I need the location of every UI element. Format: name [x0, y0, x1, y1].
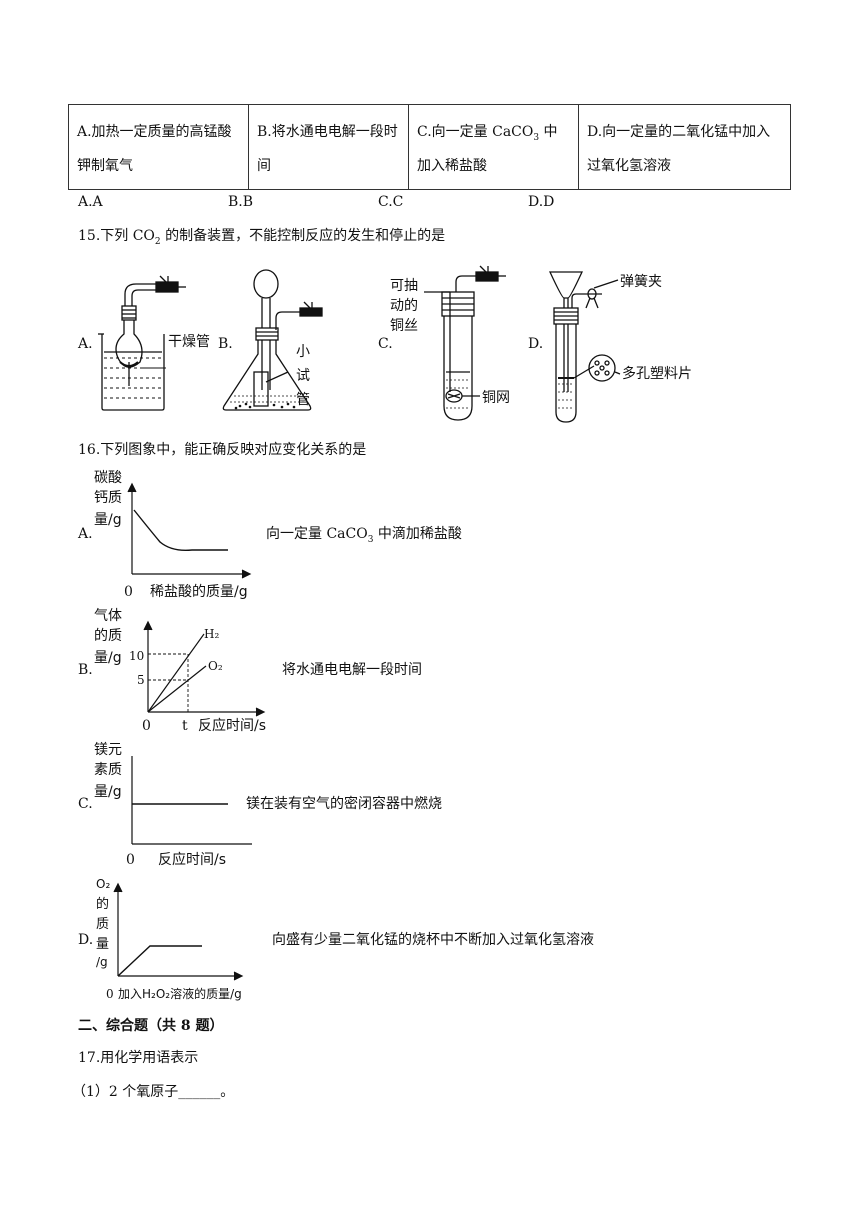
- choice-d[interactable]: D.D: [528, 194, 555, 210]
- graph-a-desc: 向一定量 CaCO3 中滴加稀盐酸: [266, 524, 462, 544]
- label-test: 试: [296, 368, 310, 384]
- graph-c-desc: 镁在装有空气的密闭容器中燃烧: [246, 796, 442, 812]
- graph-b-o2-label: O₂: [208, 659, 223, 673]
- choice-b[interactable]: B.B: [228, 194, 254, 210]
- apparatus-b: [222, 269, 323, 411]
- graph-d-origin: 0: [106, 987, 114, 1001]
- graph-a-ylabel-2: 钙质: [94, 490, 122, 506]
- graph-c-origin: 0: [126, 852, 135, 868]
- label-copper-net: 铜网: [482, 390, 510, 406]
- label-small: 小: [296, 344, 310, 360]
- options-table: A.加热一定质量的高锰酸钾制氧气 B.将水通电电解一段时间 C.向一定量 CaC…: [68, 104, 791, 190]
- graph-b-tick-t: t: [182, 718, 188, 734]
- graph-d-xlabel: 加入H₂O₂溶液的质量/g: [118, 986, 242, 1001]
- graph-b-h2-line: [147, 633, 205, 713]
- graph-d-ylabel-4: 量: [96, 937, 109, 952]
- graph-d-desc: 向盛有少量二氧化锰的烧杯中不断加入过氧化氢溶液: [272, 932, 594, 948]
- option-c-sub: 3: [533, 132, 540, 143]
- graph-b: 气体 的质 量/g 10 5 0 t 反应时间/s H₂ O₂: [94, 608, 266, 734]
- choice-c[interactable]: C.C: [378, 194, 404, 210]
- graph-d-ylabel-5: /g: [96, 955, 108, 969]
- label-spring-clip: 弹簧夹: [620, 274, 662, 290]
- graph-d-line: [117, 945, 202, 977]
- graph-b-ylabel-1: 气体: [94, 608, 122, 624]
- graph-d-ylabel-1: O₂: [96, 877, 110, 891]
- graph-b-origin: 0: [142, 718, 151, 734]
- q17-stem: 17.用化学用语表示: [78, 1050, 199, 1066]
- graph-a-desc-sub: 3: [367, 534, 374, 545]
- label-tube: 管: [296, 392, 310, 408]
- section-heading: 二、综合题（共 8 题）: [78, 1018, 224, 1034]
- q16-label-a[interactable]: A.: [78, 526, 93, 542]
- graph-a-desc-post: 中滴加稀盐酸: [373, 526, 462, 542]
- option-cell-c: C.向一定量 CaCO3 中加入稀盐酸: [408, 104, 579, 190]
- graph-c-ylabel-2: 素质: [94, 762, 122, 778]
- graph-d: O₂ 的 质 量 /g 0 加入H₂O₂溶液的质量/g: [96, 877, 244, 1001]
- option-a-text: A.加热一定质量的高锰酸钾制氧气: [77, 124, 232, 174]
- option-c-text-pre: C.向一定量 CaCO: [417, 124, 534, 140]
- q15-label-d[interactable]: D.: [528, 336, 544, 352]
- q15-label-a[interactable]: A.: [78, 336, 93, 352]
- q15-stem: 15.下列 CO2 的制备装置，不能控制反应的发生和停止的是: [78, 226, 445, 246]
- graph-b-ylabel-2: 的质: [94, 628, 122, 644]
- option-b-text: B.将水通电电解一段时间: [257, 124, 398, 174]
- graph-b-ylabel-3: 量/g: [94, 650, 122, 666]
- option-c-text-post: 中加入稀盐酸: [417, 124, 558, 174]
- graph-b-tick-5: 5: [137, 673, 145, 687]
- q16-label-c[interactable]: C.: [78, 796, 93, 812]
- apparatus-d: [548, 271, 621, 423]
- graph-b-desc: 将水通电电解一段时间: [282, 662, 422, 678]
- q15-stem-post: 的制备装置，不能控制反应的发生和停止的是: [160, 228, 446, 244]
- label-drying-tube: 干燥管: [168, 334, 210, 350]
- option-cell-d: D.向一定量的二氧化锰中加入过氧化氢溶液: [578, 104, 791, 190]
- graph-b-h2-label: H₂: [204, 627, 219, 641]
- graph-b-tick-10: 10: [129, 649, 144, 663]
- q16-label-d[interactable]: D.: [78, 932, 94, 948]
- apparatus-figure: 干燥管 小 试 管 可抽 动的 铜丝 铜网 弹簧夹 多孔塑料片: [98, 265, 692, 423]
- q15-stem-pre: 15.下列 CO: [78, 228, 155, 244]
- q15-label-c[interactable]: C.: [378, 336, 393, 352]
- graph-a-desc-pre: 向一定量 CaCO: [266, 526, 368, 542]
- option-d-text: D.向一定量的二氧化锰中加入过氧化氢溶液: [587, 124, 771, 174]
- choice-a[interactable]: A.A: [78, 194, 103, 210]
- graph-c-ylabel-1: 镁元: [94, 742, 122, 758]
- graph-a: 碳酸 钙质 量/g 0 稀盐酸的质量/g: [94, 470, 252, 600]
- graph-a-ylabel-1: 碳酸: [94, 470, 122, 486]
- graph-a-curve: [133, 509, 228, 552]
- apparatus-a: [98, 275, 186, 411]
- graph-a-origin: 0: [124, 584, 133, 600]
- label-movable-2: 动的: [390, 298, 418, 314]
- q15-stem-sub: 2: [154, 236, 161, 247]
- option-cell-a: A.加热一定质量的高锰酸钾制氧气: [68, 104, 249, 190]
- apparatus-c: [424, 265, 506, 421]
- graph-c: 镁元 素质 量/g 0 反应时间/s: [94, 742, 252, 868]
- graph-a-xlabel: 稀盐酸的质量/g: [150, 584, 248, 600]
- q16-stem: 16.下列图象中，能正确反映对应变化关系的是: [78, 442, 367, 458]
- graph-c-xlabel: 反应时间/s: [158, 851, 226, 868]
- option-cell-b: B.将水通电电解一段时间: [248, 104, 409, 190]
- graph-d-ylabel-3: 质: [96, 917, 109, 932]
- q17-part-1[interactable]: （1）2 个氧原子______。: [72, 1084, 235, 1100]
- graph-b-o2-line: [147, 665, 207, 713]
- label-porous-plate: 多孔塑料片: [622, 365, 692, 382]
- graph-a-ylabel-3: 量/g: [94, 512, 122, 528]
- graph-c-ylabel-3: 量/g: [94, 784, 122, 800]
- q15-label-b[interactable]: B.: [218, 336, 233, 352]
- q16-label-b[interactable]: B.: [78, 662, 93, 678]
- label-copper-wire: 铜丝: [390, 318, 418, 334]
- graph-d-ylabel-2: 的: [96, 896, 109, 912]
- label-movable-1: 可抽: [390, 278, 418, 294]
- graph-b-xlabel: 反应时间/s: [198, 717, 266, 734]
